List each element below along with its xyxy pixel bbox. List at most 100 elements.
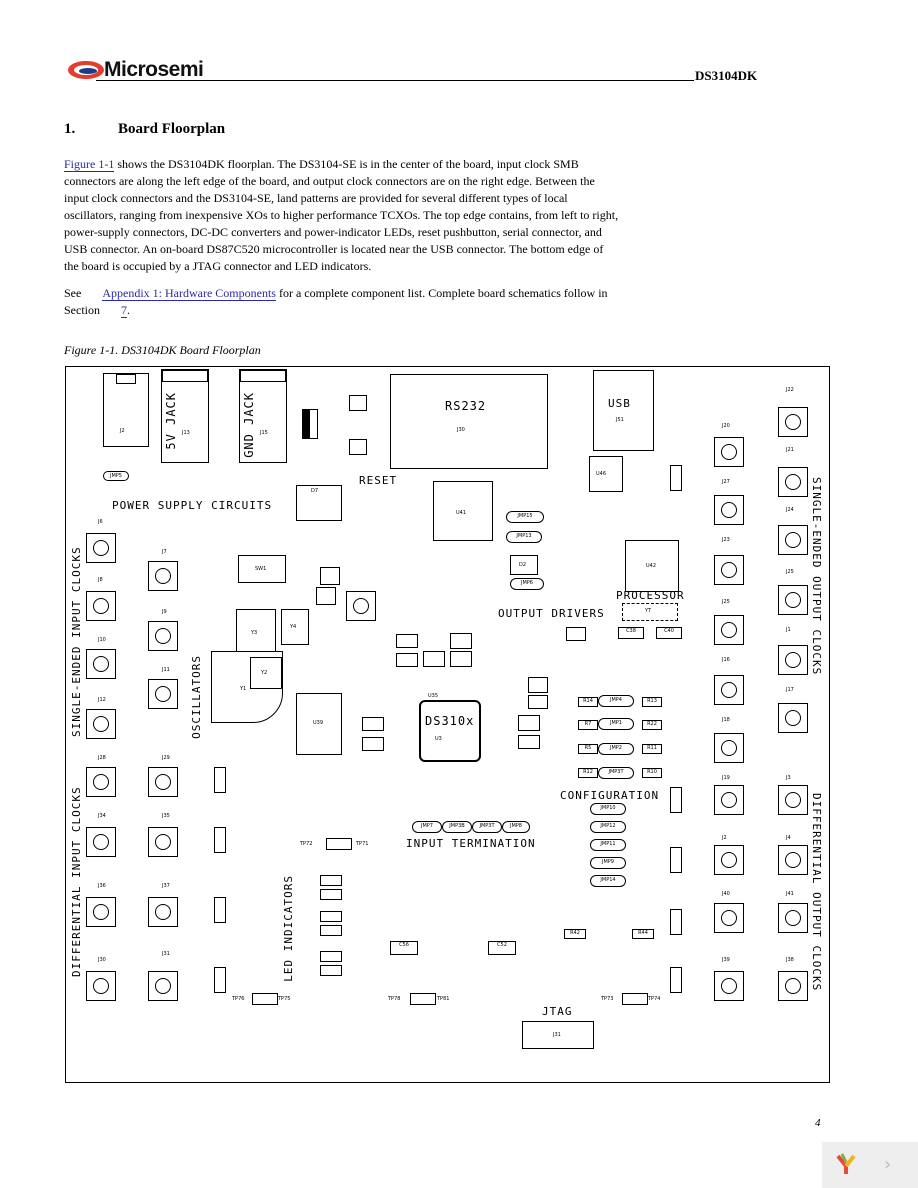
jumper[interactable]: JMP10: [590, 803, 626, 815]
section-heading: 1.Board Floorplan: [64, 121, 225, 138]
smb-connector[interactable]: [86, 709, 116, 739]
smb-connector[interactable]: [778, 903, 808, 933]
jumper[interactable]: JMP1: [598, 718, 634, 730]
part-label: JMP8: [510, 823, 522, 829]
jumper[interactable]: JMP6: [510, 578, 544, 590]
output-drivers-label: OUTPUT DRIVERS: [498, 607, 605, 620]
smb-connector[interactable]: [778, 407, 808, 437]
brand-name: Microsemi: [104, 58, 204, 81]
part-label: YT: [645, 608, 652, 614]
gnd-jack-label: GND JACK: [242, 392, 256, 458]
appendix-link[interactable]: Appendix 1: Hardware Components: [102, 286, 276, 301]
connector-label: J20: [722, 423, 730, 429]
connector-label: J41: [786, 891, 794, 897]
ic-u30: [518, 715, 540, 731]
connector-label: J29: [162, 755, 170, 761]
part-label: R13: [647, 698, 657, 704]
smb-connector[interactable]: [714, 971, 744, 1001]
smb-connector[interactable]: [778, 971, 808, 1001]
smb-connector[interactable]: [714, 845, 744, 875]
smb-connector[interactable]: [148, 971, 178, 1001]
part-label: U3: [435, 736, 442, 742]
smb-connector[interactable]: [714, 555, 744, 585]
smb-connector[interactable]: [148, 621, 178, 651]
part-label: C38: [626, 628, 636, 634]
part-label: TP75: [278, 996, 291, 1002]
smb-connector[interactable]: [778, 703, 808, 733]
part-label: R14: [583, 698, 593, 704]
ic-u7: [316, 587, 336, 605]
led-switch: [302, 409, 318, 439]
smb-connector[interactable]: [86, 897, 116, 927]
oscillators-label: OSCILLATORS: [190, 655, 203, 739]
jumper[interactable]: JMP3T: [598, 767, 634, 779]
smb-connector[interactable]: [778, 845, 808, 875]
figure-link[interactable]: Figure 1-1: [64, 157, 115, 172]
ic-u46: U46: [589, 456, 623, 492]
smb-connector[interactable]: [714, 437, 744, 467]
connector-label: J31: [162, 951, 170, 957]
jumper[interactable]: JMP8: [502, 821, 530, 833]
section-link[interactable]: 7: [121, 303, 127, 318]
jumper[interactable]: JMP9: [590, 857, 626, 869]
smb-connector[interactable]: [714, 785, 744, 815]
jumper[interactable]: JMP15: [506, 511, 544, 523]
smb-connector[interactable]: [86, 533, 116, 563]
led: [320, 889, 342, 900]
smb-connector[interactable]: [714, 495, 744, 525]
connector-label: J11: [162, 667, 170, 673]
smb-connector[interactable]: [778, 785, 808, 815]
smb-connector[interactable]: [86, 971, 116, 1001]
smb-connector[interactable]: [148, 897, 178, 927]
switch-sw1: SW1: [238, 555, 286, 583]
jumper[interactable]: JMP12: [590, 821, 626, 833]
smb-connector[interactable]: [86, 827, 116, 857]
ic-u33: [396, 634, 418, 648]
document-id: DS3104DK: [695, 68, 758, 83]
resistor-r42: R42: [564, 929, 586, 939]
part-label: TP74: [648, 996, 661, 1002]
connector-label: J2: [722, 835, 727, 841]
jumper[interactable]: JMP3B: [442, 821, 472, 833]
smb-connector[interactable]: [148, 827, 178, 857]
part-label: U46: [596, 471, 607, 477]
smb-connector[interactable]: [148, 767, 178, 797]
jumper[interactable]: JMP4: [598, 695, 634, 707]
connector-label: J10: [98, 637, 106, 643]
smb-connector[interactable]: [778, 585, 808, 615]
smb-connector[interactable]: [778, 525, 808, 555]
part-label: R5: [584, 745, 592, 751]
smb-connector[interactable]: [86, 591, 116, 621]
connector-j14[interactable]: [346, 591, 376, 621]
jumper[interactable]: JMP2: [598, 743, 634, 755]
smb-connector[interactable]: [778, 467, 808, 497]
connector-tab: [116, 374, 136, 384]
smb-connector[interactable]: [86, 649, 116, 679]
jumper[interactable]: JMP3T: [472, 821, 502, 833]
smb-connector[interactable]: [778, 645, 808, 675]
jumper[interactable]: JMP11: [590, 839, 626, 851]
smb-connector[interactable]: [714, 675, 744, 705]
next-page-chevron-icon[interactable]: ›: [884, 1154, 892, 1175]
connector-label: J40: [722, 891, 730, 897]
connector-label: J27: [722, 479, 730, 485]
smb-connector[interactable]: [86, 767, 116, 797]
viewer-logo-icon: [836, 1153, 856, 1174]
part-label: TP73: [601, 996, 614, 1002]
part-label: J30: [457, 427, 465, 433]
smb-connector[interactable]: [714, 733, 744, 763]
smb-connector[interactable]: [148, 679, 178, 709]
jumper[interactable]: JMP14: [590, 875, 626, 887]
smb-connector[interactable]: [714, 903, 744, 933]
test-point-pair: [670, 465, 682, 491]
para-text: for a complete component list. Complete …: [275, 286, 608, 300]
smb-connector[interactable]: [714, 615, 744, 645]
ic-u32: [528, 695, 548, 709]
ic-u18: [450, 651, 472, 667]
jumper[interactable]: JMP7: [412, 821, 442, 833]
smb-connector[interactable]: [148, 561, 178, 591]
jack-5v-label: 5V JACK: [164, 392, 178, 450]
jumper[interactable]: JMP13: [506, 531, 542, 543]
part-label: JMP9: [602, 859, 614, 865]
part-label: TP71: [356, 841, 369, 847]
